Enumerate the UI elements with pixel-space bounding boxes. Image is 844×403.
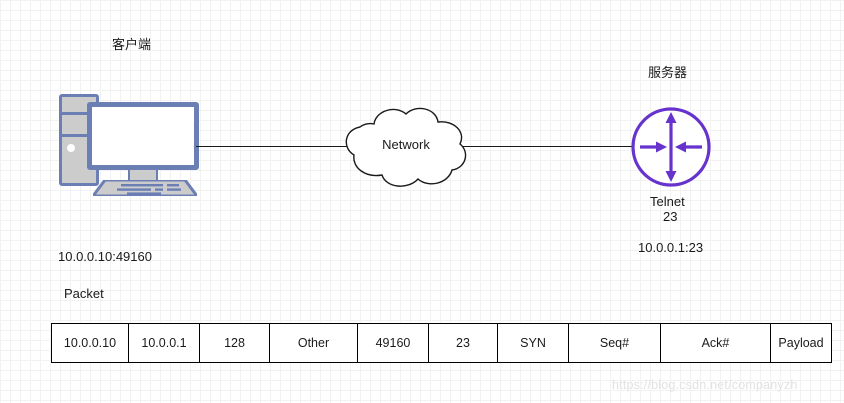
computer-monitor <box>87 102 199 170</box>
computer-monitor-stand <box>128 170 158 182</box>
packet-cell-ack: Ack# <box>661 324 771 362</box>
network-cloud-label: Network <box>382 137 430 152</box>
packet-cell-dst-port: 23 <box>429 324 498 362</box>
server-title-label: 服务器 <box>648 65 688 80</box>
packet-caption-label: Packet <box>64 286 104 301</box>
client-title-label: 客户端 <box>112 37 152 52</box>
cloud-icon <box>345 107 467 187</box>
packet-cell-src-ip: 10.0.0.10 <box>52 324 129 362</box>
link-client-to-network <box>196 146 350 147</box>
server-service-label: Telnet <box>650 194 685 209</box>
link-network-to-server <box>462 146 632 147</box>
computer-tower-slot-top <box>59 112 99 115</box>
packet-cell-flag: SYN <box>498 324 569 362</box>
client-address-label: 10.0.0.10:49160 <box>58 249 152 264</box>
server-port-label: 23 <box>663 209 678 224</box>
computer-power-led <box>67 144 75 152</box>
packet-cell-src-port: 49160 <box>358 324 429 362</box>
watermark-text: https://blog.csdn.net/companyzh <box>612 378 798 392</box>
server-address-label: 10.0.0.1:23 <box>638 240 704 255</box>
desktop-computer-icon <box>55 90 203 196</box>
computer-keyboard <box>93 180 197 196</box>
computer-tower-slot-bottom <box>59 134 99 137</box>
packet-cell-payload: Payload <box>778 336 824 350</box>
packet-cell-seq: Seq# <box>569 324 661 362</box>
packet-cell-dst-ip: 10.0.0.1 <box>129 324 200 362</box>
packet-cell-other: Other <box>270 324 358 362</box>
packet-table: 10.0.0.10 10.0.0.1 128 Other 49160 23 SY… <box>51 323 832 363</box>
router-icon <box>631 107 711 187</box>
packet-cell-ttl: 128 <box>200 324 270 362</box>
